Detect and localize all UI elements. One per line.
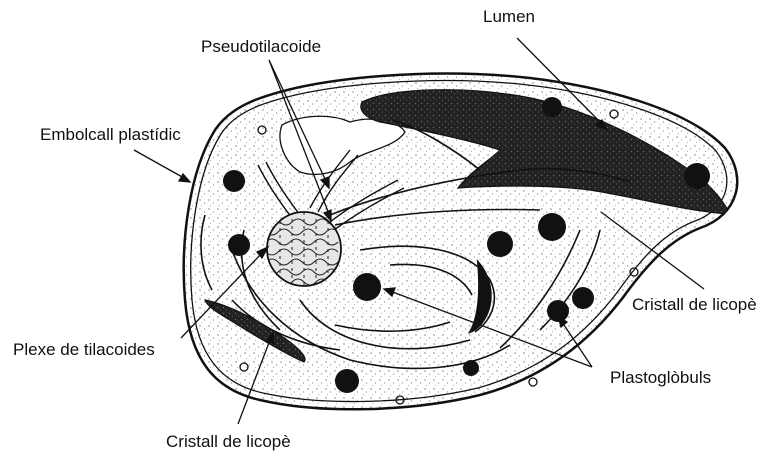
plastoglobule xyxy=(335,369,359,393)
plastoglobule xyxy=(542,97,562,117)
plastoglobule xyxy=(547,300,569,322)
label-lumen: Lumen xyxy=(483,7,535,26)
label-plastoglobuls: Plastoglòbuls xyxy=(610,368,711,387)
plastoglobule xyxy=(223,170,245,192)
plastoglobule xyxy=(228,234,250,256)
label-embolcall: Embolcall plastídic xyxy=(40,125,181,144)
label-pseudotilacoide: Pseudotilacoide xyxy=(201,37,321,56)
label-cristall-bottom: Cristall de licopè xyxy=(166,432,291,451)
label-cristall-right: Cristall de licopè xyxy=(632,295,757,314)
plastoglobule xyxy=(538,213,566,241)
plastoglobule xyxy=(684,163,710,189)
plastoglobule xyxy=(353,273,381,301)
plastoglobule xyxy=(463,360,479,376)
plastoglobule xyxy=(572,287,594,309)
plastoglobule xyxy=(487,231,513,257)
label-plexe: Plexe de tilacoides xyxy=(13,340,155,359)
